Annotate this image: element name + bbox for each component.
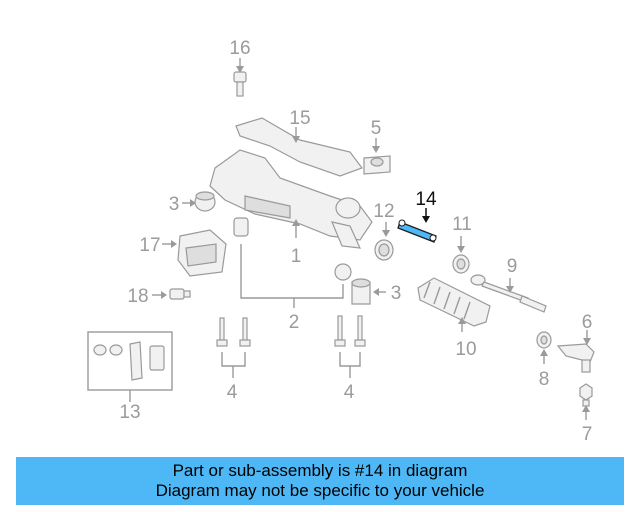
- callout-17: 17: [139, 235, 160, 256]
- part-15-heat-shield[interactable]: [235, 117, 363, 177]
- callout-13: 13: [119, 402, 140, 423]
- part-8-nut[interactable]: [536, 331, 552, 349]
- callout-5: 5: [371, 118, 382, 139]
- part-2-bushing-b[interactable]: [334, 263, 352, 281]
- banner-line-1: Part or sub-assembly is #14 in diagram: [172, 461, 468, 480]
- callout-4-left: 4: [227, 382, 238, 403]
- part-17-cover[interactable]: [177, 229, 227, 277]
- callout-3-right: 3: [391, 283, 402, 304]
- part-13-kit[interactable]: [87, 331, 173, 391]
- callout-12: 12: [373, 201, 394, 222]
- part-12-clamp[interactable]: [374, 239, 394, 261]
- part-3-bushing-right[interactable]: [351, 278, 371, 305]
- callout-6: 6: [582, 312, 593, 333]
- parts-diagram: 16 15 5 1 3 17 18: [87, 38, 595, 445]
- info-banner: Part or sub-assembly is #14 in diagram D…: [16, 457, 624, 505]
- callout-9: 9: [507, 256, 518, 277]
- callout-4-right: 4: [344, 382, 355, 403]
- callout-1: 1: [291, 246, 302, 267]
- part-6-tie-rod-end[interactable]: [556, 343, 595, 373]
- part-10-boot[interactable]: [417, 277, 491, 327]
- callout-3-left: 3: [169, 194, 180, 215]
- part-4-bolts-right[interactable]: [334, 315, 366, 347]
- callout-11: 11: [452, 214, 472, 235]
- callout-8: 8: [539, 369, 550, 390]
- callout-7: 7: [582, 424, 593, 445]
- callout-14: 14: [415, 189, 437, 210]
- part-16-bolt[interactable]: [233, 71, 247, 97]
- part-14-link-highlighted[interactable]: [397, 219, 437, 243]
- part-3-bushing-left[interactable]: [194, 191, 216, 212]
- part-11-clamp[interactable]: [452, 254, 470, 274]
- callout-10: 10: [455, 339, 476, 360]
- part-5-mount[interactable]: [363, 155, 391, 175]
- part-1-steering-gear[interactable]: [209, 149, 373, 249]
- callout-15: 15: [289, 108, 310, 129]
- callout-16: 16: [229, 38, 250, 59]
- part-7-nut[interactable]: [579, 383, 593, 407]
- part-18-bolt[interactable]: [169, 288, 191, 300]
- callout-18: 18: [127, 286, 148, 307]
- part-2-bushing-a[interactable]: [233, 217, 249, 237]
- part-9-tie-rod[interactable]: [470, 274, 547, 313]
- banner-line-2: Diagram may not be specific to your vehi…: [155, 481, 485, 500]
- part-4-bolts-left[interactable]: [216, 317, 251, 347]
- callout-2: 2: [289, 312, 300, 333]
